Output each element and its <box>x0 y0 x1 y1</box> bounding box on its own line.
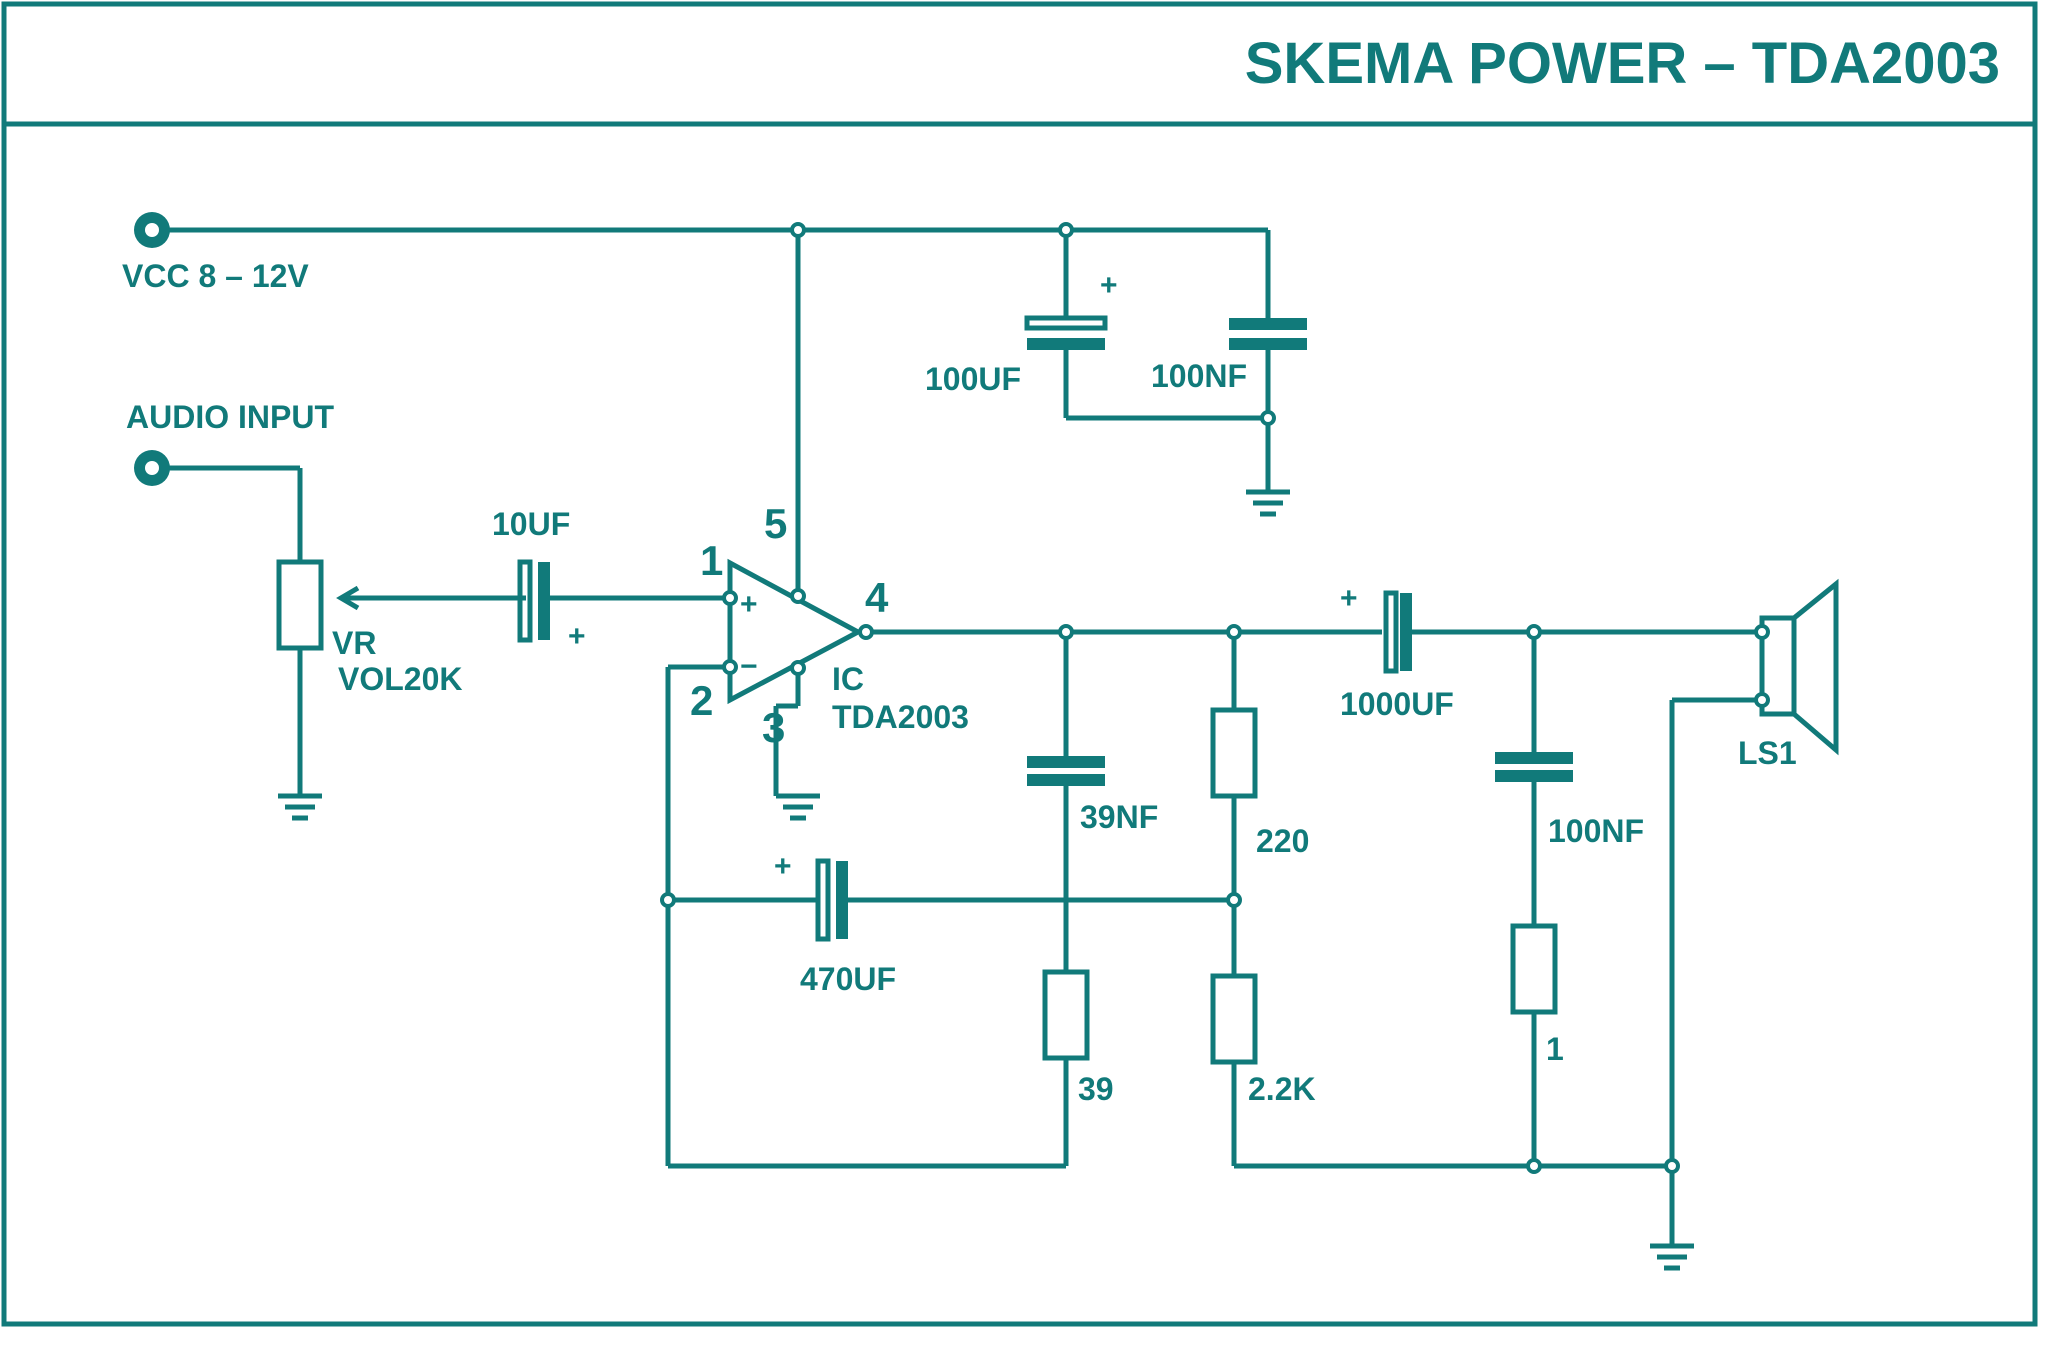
label-ic-minus: − <box>740 650 758 683</box>
cap-10uf-plus-plate <box>517 559 533 643</box>
node <box>722 590 738 606</box>
label-audio-input: AUDIO INPUT <box>126 399 334 435</box>
label-ic-plus: + <box>740 588 758 621</box>
label-pin5: 5 <box>764 500 787 547</box>
node <box>1226 892 1242 908</box>
label-r39: 39 <box>1078 1071 1114 1107</box>
cap-100nf-plate-bottom <box>1229 338 1307 350</box>
resistor-220 <box>1210 707 1258 799</box>
label-100uf: 100UF <box>925 361 1021 397</box>
node <box>1754 624 1770 640</box>
cap-100uf-minus-plate <box>1027 338 1105 350</box>
cap-10uf-minus-plate <box>538 562 550 640</box>
label-vcc: VCC 8 – 12V <box>122 258 309 294</box>
cap-100nf-plate-top <box>1229 318 1307 330</box>
node <box>1226 624 1242 640</box>
cap-1000uf-plus-plate <box>1383 590 1399 674</box>
ground-pot <box>278 793 322 821</box>
label-r1: 1 <box>1546 1031 1564 1067</box>
resistor-39 <box>1042 969 1090 1061</box>
node <box>790 588 806 604</box>
label-pin4: 4 <box>865 574 889 621</box>
label-plus-10uf: + <box>568 620 586 653</box>
label-plus-1000uf: + <box>1340 582 1358 615</box>
label-470uf: 470UF <box>800 961 896 997</box>
cap-39nf-plate-bottom <box>1027 774 1105 786</box>
cap-39nf-plate-top <box>1027 756 1105 768</box>
label-pin2: 2 <box>690 677 713 724</box>
resistor-1 <box>1510 923 1558 1015</box>
cap-100nf-zobel-plate-bottom <box>1495 770 1573 782</box>
node <box>790 660 806 676</box>
ground-main <box>1650 1243 1694 1271</box>
label-plus-470uf: + <box>774 850 792 883</box>
node <box>1754 692 1770 708</box>
node <box>1058 624 1074 640</box>
label-ls1: LS1 <box>1738 735 1797 771</box>
label-plus-100uf: + <box>1100 269 1118 302</box>
label-ic: IC <box>832 661 864 697</box>
node <box>1664 1158 1680 1174</box>
label-100nf-zobel: 100NF <box>1548 813 1644 849</box>
cap-470uf-plus-plate <box>815 858 831 942</box>
label-r2-2k: 2.2K <box>1248 1071 1316 1107</box>
node <box>1526 1158 1542 1174</box>
cap-1000uf-minus-plate <box>1400 593 1412 671</box>
label-100nf-supply: 100NF <box>1151 358 1247 394</box>
label-pin1: 1 <box>700 537 723 584</box>
cap-100uf-plus-plate <box>1024 315 1108 331</box>
ground-ic <box>776 793 820 821</box>
node <box>858 624 874 640</box>
node <box>1058 222 1074 238</box>
node <box>722 659 738 675</box>
label-39nf: 39NF <box>1080 799 1158 835</box>
label-vr: VR <box>332 625 376 661</box>
label-pin3: 3 <box>762 704 785 751</box>
node <box>660 892 676 908</box>
ground-supply <box>1246 489 1290 517</box>
resistor-2-2k <box>1210 973 1258 1065</box>
node <box>1260 410 1276 426</box>
pot-wiper-arrow <box>336 585 360 611</box>
speaker-cone <box>1791 578 1839 756</box>
pot-body <box>276 559 324 651</box>
cap-470uf-minus-plate <box>836 861 848 939</box>
node <box>1526 624 1542 640</box>
outer-frame <box>1 1 2038 1327</box>
node <box>790 222 806 238</box>
label-vol20k: VOL20K <box>338 661 462 697</box>
label-r220: 220 <box>1256 823 1309 859</box>
label-1000uf: 1000UF <box>1340 686 1454 722</box>
diagram-title: SKEMA POWER – TDA2003 <box>1245 31 2000 96</box>
cap-100nf-zobel-plate-top <box>1495 752 1573 764</box>
label-ic-part: TDA2003 <box>832 699 969 735</box>
label-10uf: 10UF <box>492 506 570 542</box>
